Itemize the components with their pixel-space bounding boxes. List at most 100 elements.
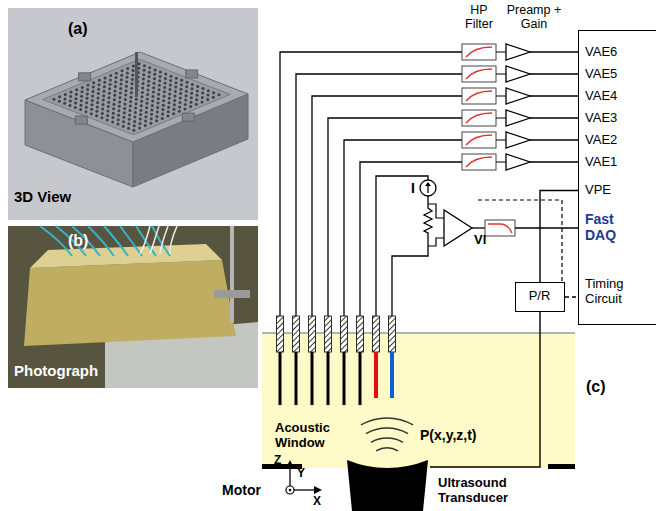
grid-dot bbox=[117, 109, 120, 112]
grid-dot bbox=[95, 110, 98, 113]
grid-dot bbox=[196, 85, 199, 88]
grid-dot bbox=[133, 120, 136, 123]
grid-dot bbox=[202, 87, 205, 90]
grid-dot bbox=[120, 78, 123, 81]
grid-dot bbox=[166, 115, 169, 118]
grid-dot bbox=[74, 97, 77, 100]
grid-dot bbox=[117, 118, 120, 121]
timing-line bbox=[478, 200, 562, 282]
grid-dot bbox=[172, 112, 175, 115]
grid-dot bbox=[148, 71, 151, 74]
grid-dot bbox=[118, 96, 121, 99]
grid-dot bbox=[92, 90, 95, 93]
ultrasound-wave bbox=[361, 418, 413, 425]
grid-dot bbox=[113, 94, 116, 97]
grid-dot bbox=[134, 102, 137, 105]
box-text: Acoustic Window bbox=[275, 421, 347, 451]
grid-dot bbox=[91, 94, 94, 97]
grid-dot bbox=[102, 94, 105, 97]
highpass-filter bbox=[462, 66, 496, 82]
water-tank: Acoustic Window P(x,y,z,t) bbox=[262, 333, 575, 468]
wire bbox=[496, 52, 506, 53]
grid-dot bbox=[190, 92, 193, 95]
grid-dot bbox=[86, 92, 89, 95]
grid-dot bbox=[114, 85, 117, 88]
grid-dot bbox=[148, 75, 151, 78]
highpass-filter bbox=[462, 110, 496, 126]
grid-dot bbox=[128, 118, 131, 121]
amplifier-symbol bbox=[444, 210, 472, 246]
axis-y-dot bbox=[289, 489, 292, 492]
grid-dot bbox=[149, 122, 152, 125]
grid-dot bbox=[129, 105, 132, 108]
photo-cable bbox=[40, 226, 72, 256]
grid-dot bbox=[207, 89, 210, 92]
grid-dot bbox=[95, 114, 98, 117]
electrode-wire bbox=[392, 238, 428, 316]
wire bbox=[530, 73, 578, 74]
grid-dot bbox=[178, 105, 181, 108]
wire-connector bbox=[430, 312, 540, 467]
grid-dot bbox=[90, 108, 93, 111]
grid-dot bbox=[189, 101, 192, 104]
panel-letter: (a) bbox=[68, 20, 88, 38]
grid-dot bbox=[168, 97, 171, 100]
grid-dot bbox=[159, 75, 162, 78]
grid-dot bbox=[163, 86, 166, 89]
block-label: Preamp + Gain bbox=[502, 3, 566, 32]
wire-connector bbox=[565, 296, 578, 297]
grid-dot bbox=[79, 108, 82, 111]
grid-dot bbox=[107, 101, 110, 104]
amplifier-symbol bbox=[506, 110, 530, 126]
grid-dot bbox=[151, 99, 154, 102]
electrode-tip bbox=[343, 352, 346, 405]
grid-dot bbox=[104, 76, 107, 79]
wire bbox=[472, 227, 485, 228]
grid-dot bbox=[152, 95, 155, 98]
grid-dot bbox=[97, 88, 100, 91]
electrode-wire bbox=[280, 52, 462, 318]
grid-dot bbox=[127, 127, 130, 130]
electrode-tip bbox=[295, 352, 298, 405]
model-clamp bbox=[186, 70, 198, 78]
grid-dot bbox=[106, 114, 109, 117]
grid-dot bbox=[143, 64, 146, 67]
grid-dot bbox=[128, 109, 131, 112]
grid-dot bbox=[156, 102, 159, 105]
grid-dot bbox=[87, 84, 90, 87]
amplifier-symbol bbox=[506, 44, 530, 60]
grid-dot bbox=[150, 108, 153, 111]
wire bbox=[496, 162, 506, 163]
grid-dot bbox=[142, 73, 145, 76]
grid-dot bbox=[159, 70, 162, 73]
grid-dot bbox=[101, 107, 104, 110]
highpass-filter bbox=[462, 132, 496, 148]
electrode-hatch bbox=[357, 316, 364, 352]
grid-dot bbox=[85, 106, 88, 109]
grid-dot bbox=[109, 74, 112, 77]
grid-dot bbox=[150, 117, 153, 120]
grid-dot bbox=[179, 92, 182, 95]
box-text: P(x,y,z,t) bbox=[420, 427, 477, 443]
grid-dot bbox=[141, 86, 144, 89]
grid-dot bbox=[185, 90, 188, 93]
grid-dot bbox=[108, 92, 111, 95]
electrode-tip bbox=[327, 352, 330, 405]
grid-dot bbox=[201, 96, 204, 99]
signal-name: VI bbox=[474, 233, 486, 248]
electrode-wire bbox=[376, 176, 428, 316]
grid-dot bbox=[156, 110, 159, 113]
grid-dot bbox=[98, 79, 101, 82]
model-clamp bbox=[79, 73, 91, 81]
grid-dot bbox=[169, 88, 172, 91]
grid-dot bbox=[74, 102, 77, 105]
electrode-tip bbox=[390, 352, 394, 398]
box-text: VAE6 bbox=[585, 45, 617, 60]
grid-dot bbox=[134, 111, 137, 114]
grid-dot bbox=[201, 92, 204, 95]
grid-dot bbox=[64, 93, 67, 96]
grid-dot bbox=[101, 112, 104, 115]
grid-dot bbox=[147, 80, 150, 83]
box-text: P/R bbox=[529, 289, 551, 304]
grid-dot bbox=[147, 84, 150, 87]
